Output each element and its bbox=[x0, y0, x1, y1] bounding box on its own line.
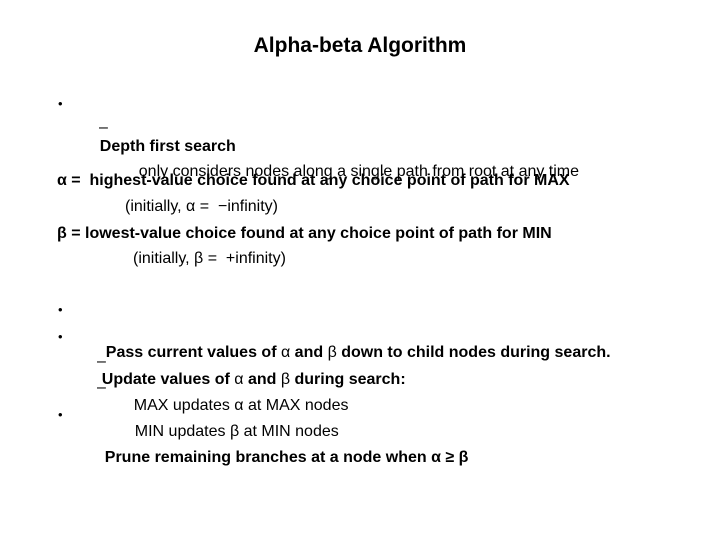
bullet-icon: • bbox=[58, 407, 63, 422]
slide-title: Alpha-beta Algorithm bbox=[253, 34, 467, 57]
dash-icon: – bbox=[99, 119, 108, 136]
bullet-item-text: Update values of bbox=[101, 371, 235, 388]
bullet-item-pass-values: • Pass current values of α and β down to… bbox=[58, 298, 611, 386]
alpha-definition-text: α = highest-value choice found at any ch… bbox=[57, 172, 570, 189]
beta-definition-text: β = lowest-value choice found at any cho… bbox=[57, 225, 552, 242]
bullet-item-text: and bbox=[243, 371, 281, 388]
bullet-icon: • bbox=[58, 96, 63, 111]
dash-icon: – bbox=[97, 353, 106, 370]
bullet-icon: • bbox=[58, 302, 63, 317]
alpha-initial-value-text: (initially, α = −infinity) bbox=[125, 198, 278, 215]
sub-item-single-path: – only considers nodes along a single pa… bbox=[99, 117, 580, 205]
alpha-symbol: α bbox=[280, 344, 291, 361]
bullet-item-prune-branches: • Prune remaining branches at a node whe… bbox=[58, 403, 469, 491]
dash-icon: – bbox=[97, 379, 106, 396]
sub-item-text: only considers nodes along a single path… bbox=[138, 163, 580, 180]
bullet-item-text: down to child nodes during search. bbox=[336, 344, 611, 361]
beta-symbol: β bbox=[327, 344, 337, 361]
bullet-item-text: Prune remaining branches at a node when … bbox=[104, 449, 469, 466]
beta-symbol: β bbox=[280, 371, 291, 388]
sub-item-min-updates: – MIN updates β at MIN nodes bbox=[97, 377, 339, 465]
bullet-item-text: Pass current values of bbox=[105, 344, 281, 361]
bullet-item-text: Depth first search bbox=[99, 138, 236, 155]
sub-item-max-updates: – MAX updates α at MAX nodes bbox=[97, 351, 349, 439]
bullet-item-text: and bbox=[290, 344, 328, 361]
bullet-item-update-values: • Update values of α and β during search… bbox=[58, 325, 406, 413]
sub-item-text: MIN updates β at MIN nodes bbox=[134, 423, 339, 440]
bullet-item-text: during search: bbox=[290, 371, 406, 388]
bullet-icon: • bbox=[58, 329, 63, 344]
sub-item-text: MAX updates α at MAX nodes bbox=[133, 397, 349, 414]
alpha-symbol: α bbox=[234, 371, 244, 388]
beta-initial-value-text: (initially, β = +infinity) bbox=[133, 250, 286, 267]
bullet-item-depth-first-search: • Depth first search bbox=[58, 92, 236, 180]
